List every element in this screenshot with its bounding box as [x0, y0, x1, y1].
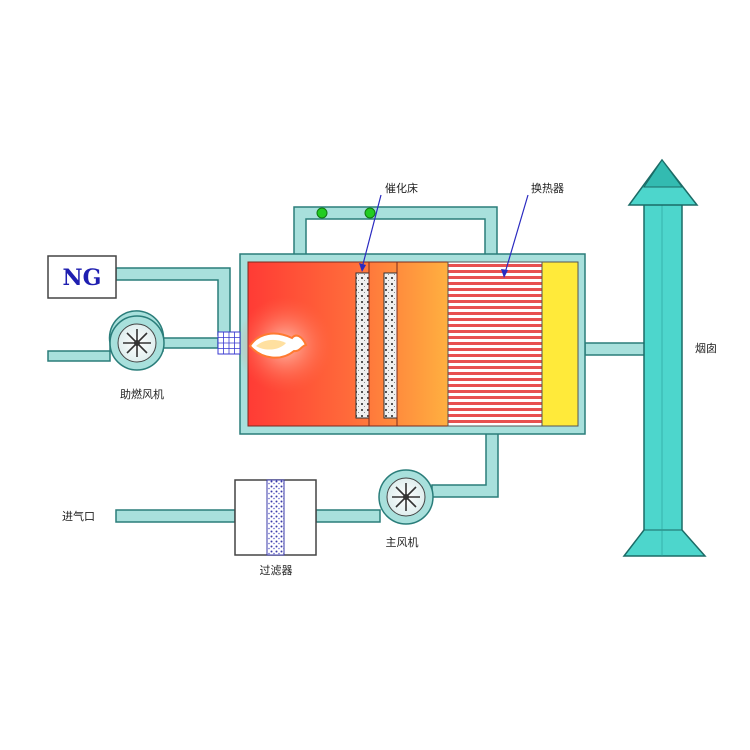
catalytic-bed-layer-2	[383, 272, 398, 419]
heat-exchanger-pointer	[501, 194, 529, 278]
chimney-label: 烟囱	[695, 341, 717, 355]
main-fan-to-chamber-pipe	[431, 432, 499, 498]
ng-label: NG	[63, 265, 102, 291]
burner-flame-core	[256, 339, 286, 350]
catalytic-bed-layer-1	[355, 272, 370, 419]
combustion-fan-label: 助燃风机	[120, 387, 164, 401]
filter-to-main-fan-pipe	[315, 509, 381, 523]
indicator-light-1	[316, 207, 328, 219]
air-inlet-pipe	[115, 509, 236, 523]
heat-exchanger	[447, 261, 543, 427]
filter-media	[266, 479, 285, 556]
catalytic-bed-pointer	[359, 194, 382, 272]
heat-exchanger-label: 换热器	[531, 181, 564, 195]
combustion-fan	[108, 310, 165, 371]
main-fan-label: 主风机	[386, 535, 419, 549]
combustion-fan-to-burner-pipe	[162, 337, 219, 349]
chimney	[622, 158, 707, 557]
outlet-section	[541, 261, 579, 427]
indicator-light-2	[364, 207, 376, 219]
chimney-connection-pipe	[584, 342, 646, 356]
ng-supply-box	[47, 255, 117, 299]
combustion-air-inlet-pipe	[47, 350, 111, 362]
air-inlet-label: 进气口	[62, 509, 95, 523]
catalytic-bed-label: 催化床	[385, 181, 418, 195]
burner-grid	[217, 331, 241, 355]
filter-label: 过滤器	[260, 564, 293, 577]
main-fan	[378, 469, 434, 525]
filter-unit	[234, 479, 317, 556]
